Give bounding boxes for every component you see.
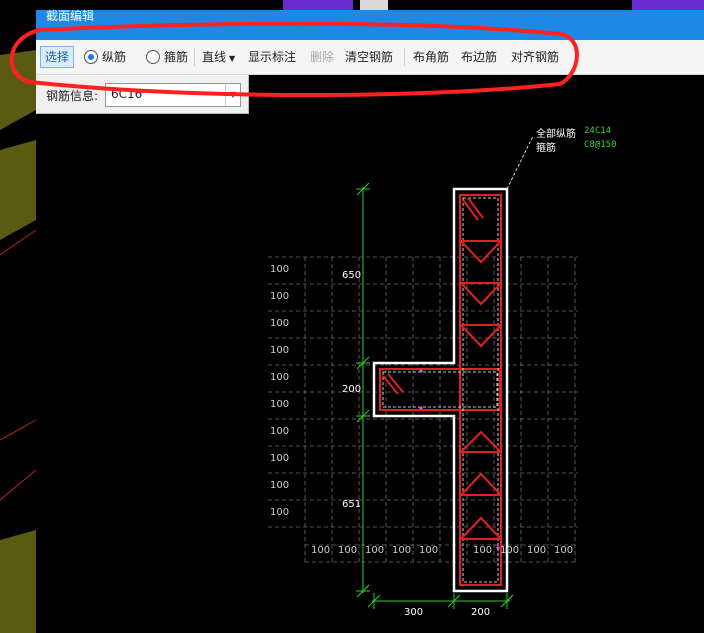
cover-lines <box>382 197 499 583</box>
stirrups[interactable] <box>379 194 502 586</box>
grid-label: 100 <box>473 545 493 556</box>
dim-left-width: 300 <box>404 607 424 618</box>
stirrup-spec-value[interactable]: C8@150 <box>584 140 617 150</box>
grid-label: 100 <box>270 264 290 275</box>
dimension-lines <box>356 182 514 609</box>
grid-label: 100 <box>554 545 574 556</box>
grid-label: 100 <box>311 545 331 556</box>
all-long-rebar-label: 全部纵筋 <box>536 129 576 140</box>
grid-label: 100 <box>338 545 358 556</box>
tie-shapes[interactable] <box>460 240 502 540</box>
grid-label: 100 <box>270 507 290 518</box>
grid-label: 100 <box>270 453 290 464</box>
stirrup-hooks <box>382 197 484 395</box>
grid-label: 100 <box>500 545 520 556</box>
dim-bottom-height: 651 <box>342 499 362 510</box>
all-long-rebar-value[interactable]: 24C14 <box>584 126 612 136</box>
section-outline[interactable] <box>372 187 509 593</box>
grid-label: 100 <box>419 545 439 556</box>
grid-lines <box>268 256 578 563</box>
dim-top-height: 650 <box>342 270 362 281</box>
dim-right-width: 200 <box>471 607 491 618</box>
grid-label: 100 <box>270 345 290 356</box>
grid-label: 100 <box>270 480 290 491</box>
grid-label: 100 <box>392 545 412 556</box>
grid-label: 100 <box>270 318 290 329</box>
grid-label: 100 <box>527 545 547 556</box>
grid-label: 100 <box>365 545 385 556</box>
stirrup-spec-label: 箍筋 <box>536 143 556 154</box>
label-leader <box>506 135 534 190</box>
grid-label: 100 <box>270 399 290 410</box>
grid-label: 100 <box>270 426 290 437</box>
rebar-points[interactable] <box>419 369 500 550</box>
grid-label: 100 <box>270 372 290 383</box>
window-title: 截面编辑 <box>46 9 95 23</box>
grid-label: 100 <box>270 291 290 302</box>
dim-mid-height: 200 <box>342 384 362 395</box>
